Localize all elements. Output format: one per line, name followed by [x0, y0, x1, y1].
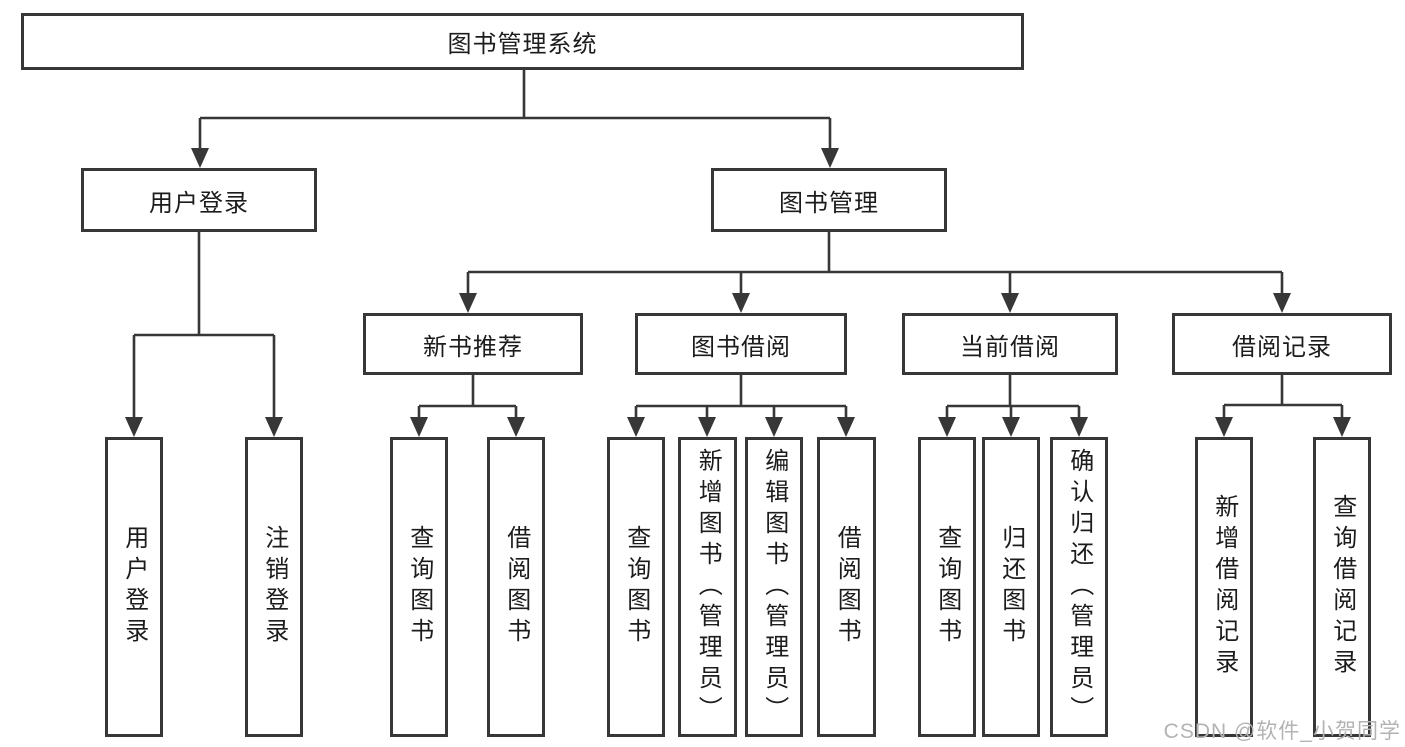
leaf-query-books-1-label: 查询图书	[405, 525, 433, 649]
node-user-login-label: 用户登录	[149, 189, 249, 217]
leaf-add-books-admin: 新增图书（管理员）	[678, 437, 737, 737]
leaf-query-books-2-label: 查询图书	[622, 525, 650, 649]
node-current-borrowing-label: 当前借阅	[960, 333, 1060, 361]
node-book-borrowing-label: 图书借阅	[691, 333, 791, 361]
leaf-edit-books-admin-label: 编辑图书（管理员）	[760, 447, 788, 727]
leaf-return-books-label: 归还图书	[997, 525, 1025, 649]
leaf-borrow-books-1-label: 借阅图书	[502, 525, 530, 649]
leaf-add-borrow-record-label: 新增借阅记录	[1210, 494, 1238, 680]
node-borrowing-records-label: 借阅记录	[1232, 333, 1332, 361]
leaf-return-books: 归还图书	[982, 437, 1040, 737]
leaf-add-books-admin-label: 新增图书（管理员）	[694, 447, 722, 727]
leaf-logout-label: 注销登录	[260, 525, 288, 649]
leaf-confirm-return-admin-label: 确认归还（管理员）	[1065, 447, 1093, 727]
leaf-query-borrow-record: 查询借阅记录	[1313, 437, 1371, 737]
leaf-query-borrow-record-label: 查询借阅记录	[1328, 494, 1356, 680]
leaf-edit-books-admin: 编辑图书（管理员）	[745, 437, 803, 737]
node-new-book-recommendation-label: 新书推荐	[423, 333, 523, 361]
node-book-borrowing: 图书借阅	[635, 313, 847, 375]
leaf-query-books-1: 查询图书	[390, 437, 448, 737]
leaf-borrow-books-1: 借阅图书	[487, 437, 545, 737]
leaf-query-books-2: 查询图书	[607, 437, 665, 737]
node-root: 图书管理系统	[21, 13, 1024, 70]
leaf-borrow-books-2-label: 借阅图书	[833, 525, 861, 649]
leaf-query-books-3: 查询图书	[918, 437, 976, 737]
node-root-label: 图书管理系统	[447, 31, 598, 58]
arrowheads	[125, 148, 1351, 437]
node-book-management: 图书管理	[711, 168, 947, 232]
node-book-management-label: 图书管理	[779, 189, 879, 217]
leaf-borrow-books-2: 借阅图书	[817, 437, 876, 737]
leaf-confirm-return-admin: 确认归还（管理员）	[1050, 437, 1108, 737]
leaf-logout: 注销登录	[245, 437, 303, 737]
leaf-user-login-label: 用户登录	[120, 525, 148, 649]
node-user-login: 用户登录	[81, 168, 317, 232]
node-borrowing-records: 借阅记录	[1172, 313, 1392, 375]
leaf-user-login: 用户登录	[105, 437, 163, 737]
leaf-add-borrow-record: 新增借阅记录	[1195, 437, 1253, 737]
leaf-query-books-3-label: 查询图书	[933, 525, 961, 649]
node-current-borrowing: 当前借阅	[902, 313, 1118, 375]
node-new-book-recommendation: 新书推荐	[363, 313, 583, 375]
csdn-watermark: CSDN @软件_小贺同学	[1163, 720, 1401, 743]
